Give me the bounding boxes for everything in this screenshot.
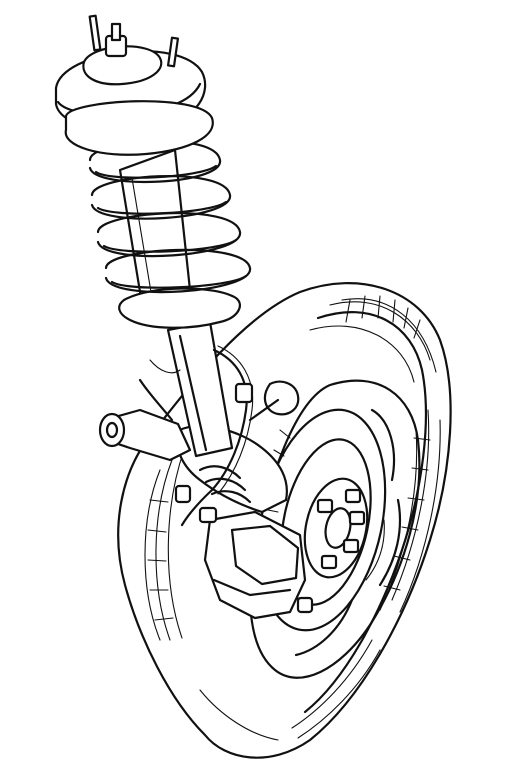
- coil-spring: [88, 140, 252, 294]
- knuckle-upper-arm: [248, 398, 280, 422]
- caliper-bolt: [198, 506, 218, 524]
- brake-caliper: [198, 506, 314, 620]
- knuckle-cv-boot: [198, 465, 252, 504]
- spring-lower-seat: [118, 287, 241, 329]
- brake-hose-line-inner: [217, 345, 254, 495]
- caliper-bolt: [296, 596, 314, 614]
- bushing-eye: [98, 412, 126, 448]
- brake-hose-fitting: [174, 484, 192, 504]
- wheel-hub: [303, 477, 369, 579]
- hub-center-cap: [324, 507, 352, 549]
- spring-coil-inner: [94, 164, 248, 289]
- wheel-hub-studs: [316, 488, 366, 570]
- caliper-piston-housing: [230, 524, 300, 586]
- caliper-edge-detail: [212, 578, 292, 597]
- brake-hose: [149, 345, 254, 527]
- lower-control-arm-bushing: [98, 378, 192, 462]
- wheel-stud: [316, 498, 334, 514]
- control-arm-bracket: [138, 378, 174, 422]
- tire-tread-hatches: [147, 295, 431, 621]
- shock-absorber: [118, 148, 241, 458]
- strut-top-mount: [54, 14, 214, 156]
- shock-upper-body: [118, 148, 192, 306]
- wheel-stud: [348, 510, 366, 526]
- abs-sensor-wire: [149, 359, 181, 374]
- top-mount-stud: [88, 14, 102, 52]
- spring-upper-seat: [64, 100, 214, 156]
- wheel-stud: [344, 488, 362, 504]
- top-mount-stud: [166, 36, 180, 68]
- brake-hose-line: [180, 348, 248, 527]
- steering-tie-rod-end: [263, 380, 300, 416]
- brake-hose-bracket: [234, 382, 254, 404]
- rim-spoke-right: [378, 498, 402, 587]
- wheel-stud: [342, 538, 360, 554]
- wheel-stud: [320, 554, 338, 570]
- spring-coil: [104, 248, 252, 294]
- rim-spoke-upper: [370, 408, 396, 482]
- shock-tube-highlight: [178, 334, 208, 452]
- bushing-core: [105, 421, 119, 439]
- tire-tread-inner-edge: [303, 311, 428, 714]
- top-mount-thread: [110, 22, 122, 42]
- shock-upper-highlight: [131, 177, 153, 299]
- rim-spoke-lower: [294, 598, 354, 657]
